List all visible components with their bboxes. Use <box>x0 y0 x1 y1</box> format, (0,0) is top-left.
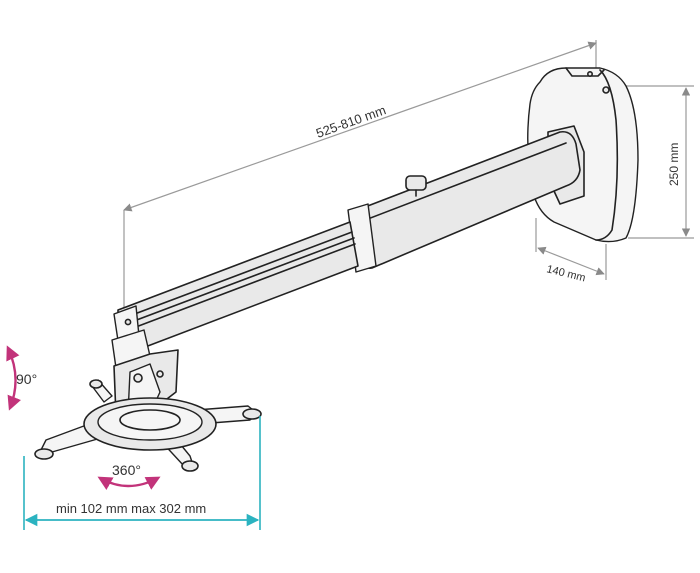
spider-foot-right <box>242 408 262 420</box>
inner-tube <box>117 221 359 354</box>
tilt-arrow <box>6 345 21 411</box>
wall-plate-edge <box>595 69 619 241</box>
inner-tube-rail-bottom <box>127 243 356 331</box>
rotation-disc-inner <box>97 403 203 441</box>
tilt-indicator: 90° <box>6 345 37 411</box>
lock-knob <box>405 175 427 197</box>
outer-tube-highlight <box>359 142 567 223</box>
arm-length-label: 525-810 mm <box>314 102 388 141</box>
spider-foot-back <box>89 379 103 389</box>
spider-foot-left <box>34 448 54 460</box>
wall-plate-screw-hole-top <box>586 71 593 78</box>
rotation-disc-ring <box>119 409 181 431</box>
swivel-label: 360° <box>112 462 141 478</box>
plate-height-label: 250 mm <box>667 143 681 186</box>
lock-knob-body <box>405 175 427 191</box>
plate-depth-line <box>537 246 605 276</box>
joint-pivot-bolt <box>133 373 143 383</box>
plate-height-dimension: 250 mm <box>618 85 694 239</box>
end-cap-screw <box>124 318 132 326</box>
inner-tube-rail-top <box>123 231 353 319</box>
swivel-arrow <box>97 476 161 490</box>
spider-foot-front <box>181 460 199 472</box>
telescopic-arm <box>113 130 581 355</box>
joint-pivot-bolt-rear <box>156 370 164 378</box>
tilt-label: 90° <box>16 371 37 387</box>
arm-length-line <box>123 41 597 212</box>
inner-tube-rail-mid <box>125 237 355 325</box>
wall-plate-top-slot <box>565 67 605 77</box>
mount-width-label: min 102 mm max 302 mm <box>56 501 206 516</box>
wall-plate-screw-hole <box>602 86 610 94</box>
swivel-indicator: 360° <box>97 462 161 490</box>
spider-mount <box>34 379 262 472</box>
plate-depth-label: 140 mm <box>545 263 586 284</box>
mount-width-dimension: min 102 mm max 302 mm <box>23 416 261 530</box>
